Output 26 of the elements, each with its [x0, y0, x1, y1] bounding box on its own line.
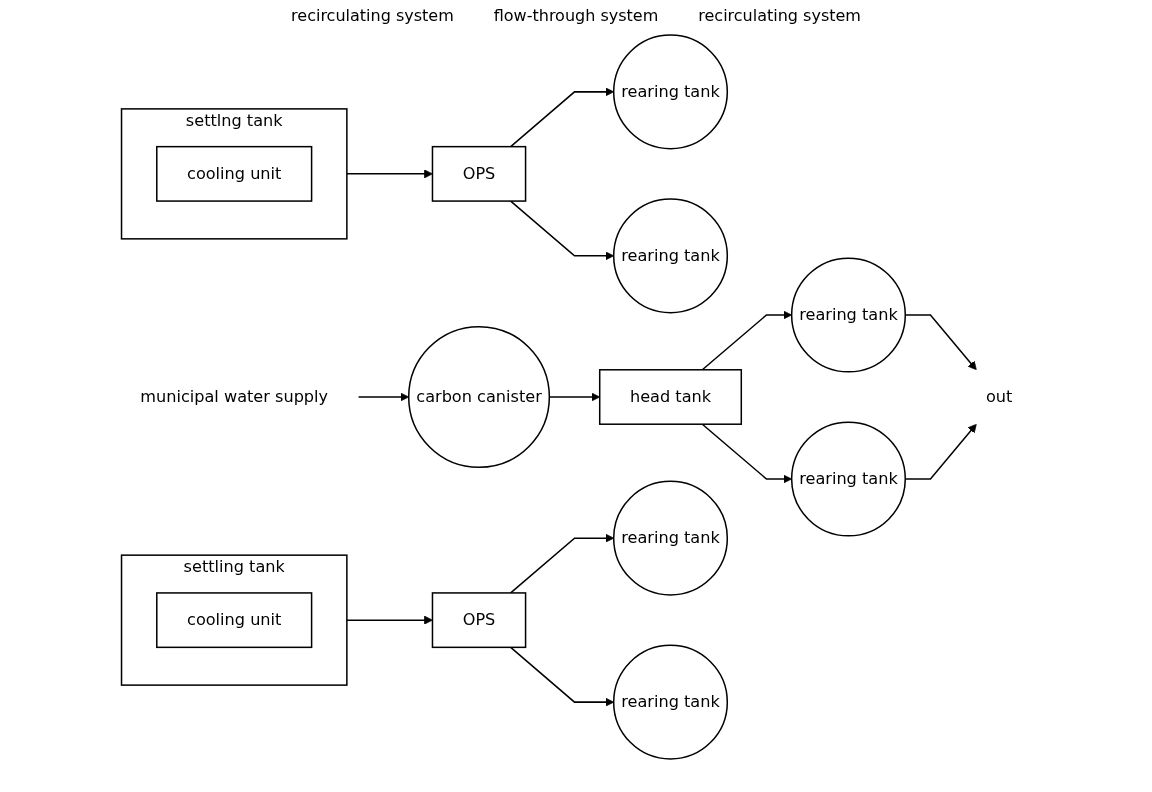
node-text: out: [985, 386, 1012, 407]
arrow: [509, 200, 614, 261]
arrow: [904, 423, 977, 480]
arrow: [357, 392, 409, 402]
arrow: [509, 533, 614, 594]
node-circle: rearing tank: [790, 421, 906, 537]
node-circle: rearing tank: [612, 198, 728, 314]
node-circle: carbon canister: [407, 325, 550, 469]
arrow: [701, 310, 792, 371]
arrow: [701, 423, 792, 484]
node-box: OPS: [431, 145, 527, 202]
node-box: OPS: [431, 592, 527, 649]
system-label: recirculating system: [698, 6, 861, 25]
system-label: flow-through system: [493, 6, 659, 25]
node-circle: rearing tank: [790, 257, 906, 373]
arrow: [904, 314, 977, 371]
node-box: cooling unit: [155, 592, 313, 649]
arrow: [509, 87, 614, 148]
node-box: head tank: [598, 369, 742, 425]
node-circle: rearing tank: [612, 34, 728, 150]
node-box: cooling unit: [155, 145, 313, 202]
node-circle: rearing tank: [612, 644, 728, 760]
arrow: [509, 646, 614, 707]
system-label: recirculating system: [291, 6, 454, 25]
node-text: municipal water supply: [140, 386, 328, 407]
node-circle: rearing tank: [612, 480, 728, 596]
